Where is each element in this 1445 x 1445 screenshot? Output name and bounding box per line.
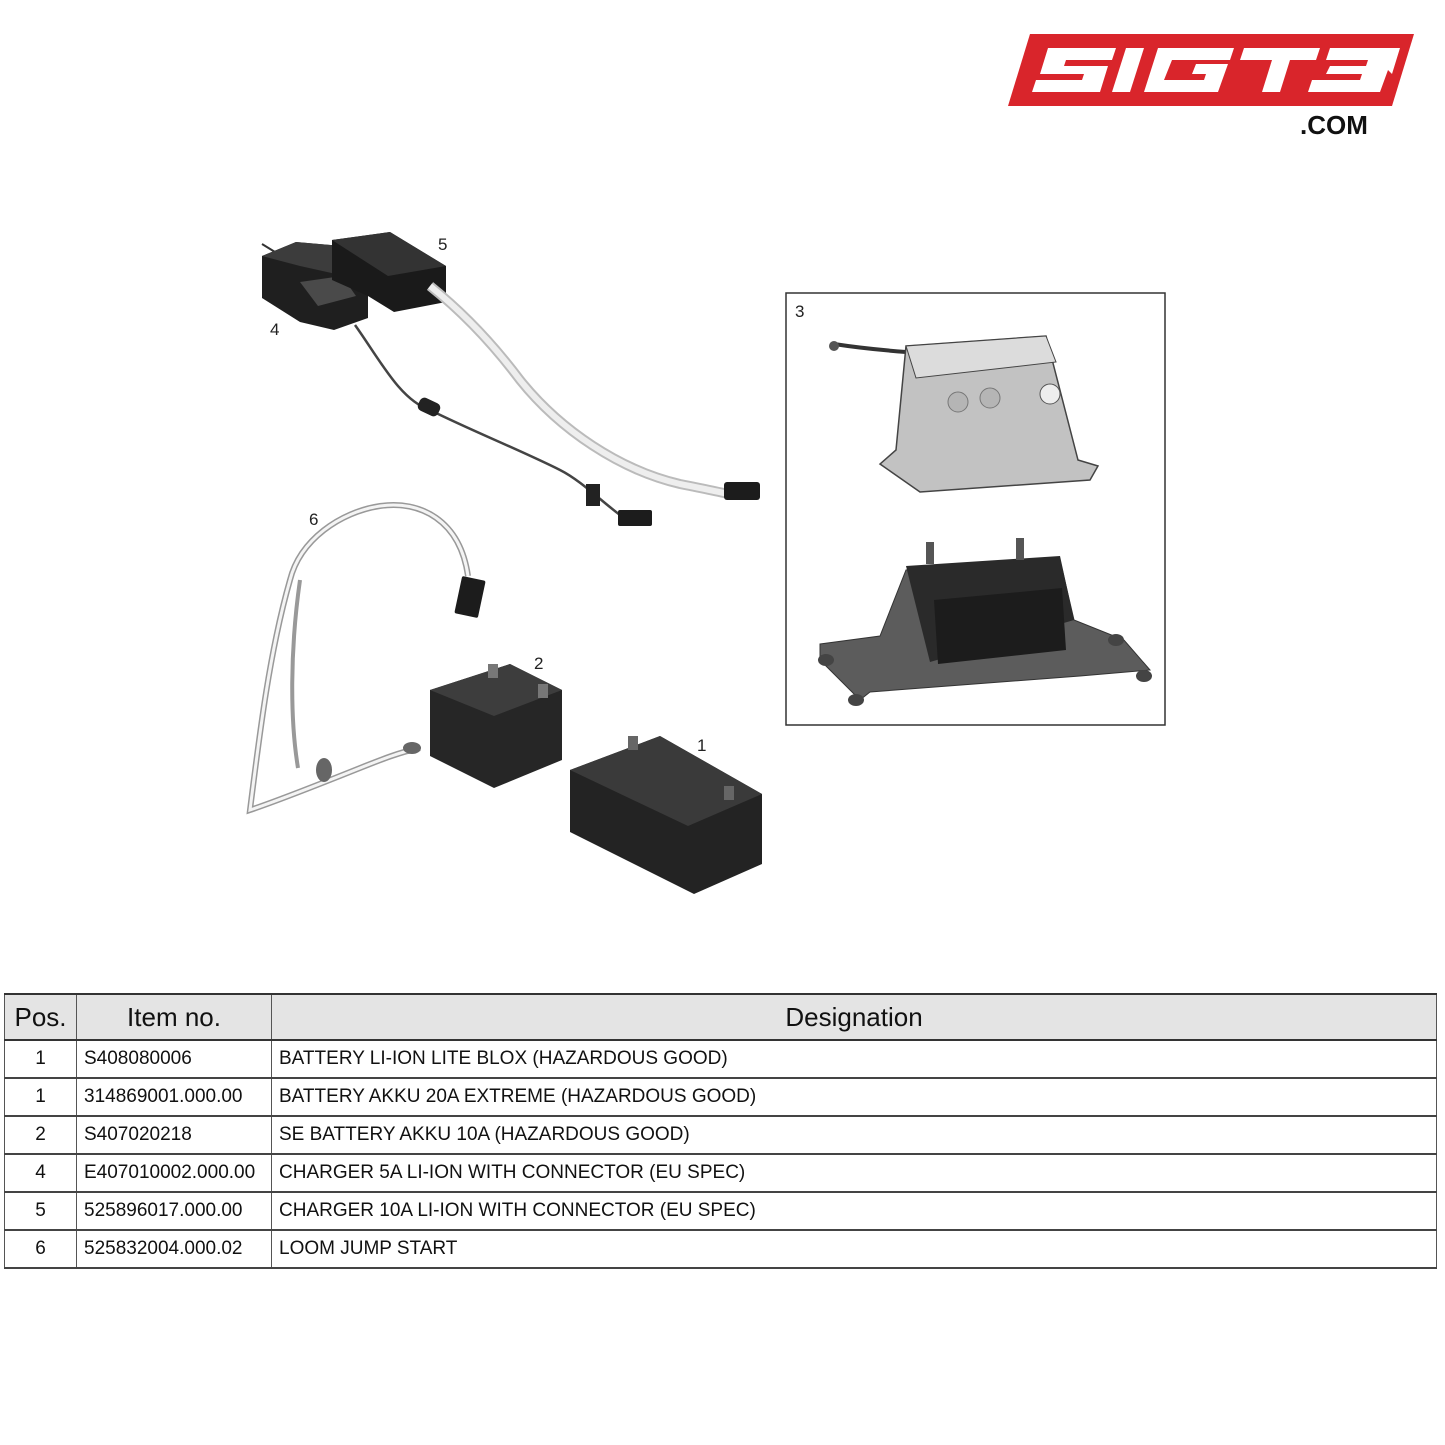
table-row: 5 525896017.000.00 CHARGER 10A LI-ION WI… (4, 1192, 1437, 1231)
header-designation: Designation (271, 994, 1437, 1041)
logo-domain-text: .COM (1300, 110, 1368, 140)
cell-pos: 6 (4, 1230, 77, 1269)
cell-pos: 2 (4, 1116, 77, 1155)
parts-diagram (246, 232, 1166, 894)
charger-5a-illustration (261, 242, 652, 526)
table-row: 4 E407010002.000.00 CHARGER 5A LI-ION WI… (4, 1154, 1437, 1193)
parts-table: Pos. Item no. Designation 1 S408080006 B… (4, 993, 1437, 1269)
table-row: 2 S407020218 SE BATTERY AKKU 10A (HAZARD… (4, 1116, 1437, 1155)
cell-pos: 4 (4, 1154, 77, 1193)
callout-6: 6 (309, 510, 319, 529)
callout-2: 2 (534, 654, 544, 673)
callout-5: 5 (438, 235, 448, 254)
cell-pos: 1 (4, 1040, 77, 1079)
cell-designation: LOOM JUMP START (271, 1230, 1437, 1269)
callout-4: 4 (270, 320, 280, 339)
cell-pos: 5 (4, 1192, 77, 1231)
cell-designation: SE BATTERY AKKU 10A (HAZARDOUS GOOD) (271, 1116, 1437, 1155)
cell-item-no: S407020218 (76, 1116, 272, 1155)
battery-10a-illustration (430, 664, 562, 788)
table-row: 6 525832004.000.02 LOOM JUMP START (4, 1230, 1437, 1269)
cell-designation: BATTERY AKKU 20A EXTREME (HAZARDOUS GOOD… (271, 1078, 1437, 1117)
callout-1: 1 (697, 736, 707, 755)
header-pos: Pos. (4, 994, 77, 1041)
battery-box-illustration (829, 335, 1100, 493)
cell-designation: CHARGER 10A LI-ION WITH CONNECTOR (EU SP… (271, 1192, 1437, 1231)
table-header-row: Pos. Item no. Designation (4, 994, 1437, 1041)
cell-designation: BATTERY LI-ION LITE BLOX (HAZARDOUS GOOD… (271, 1040, 1437, 1079)
cell-item-no: 314869001.000.00 (76, 1078, 272, 1117)
battery-20a-illustration (570, 736, 762, 894)
header-item-no: Item no. (76, 994, 272, 1041)
brand-logo (1008, 34, 1414, 106)
cell-item-no: 525832004.000.02 (76, 1230, 272, 1269)
table-row: 1 S408080006 BATTERY LI-ION LITE BLOX (H… (4, 1040, 1437, 1079)
cell-item-no: 525896017.000.00 (76, 1192, 272, 1231)
table-row: 1 314869001.000.00 BATTERY AKKU 20A EXTR… (4, 1078, 1437, 1117)
callout-3: 3 (795, 302, 805, 321)
logo-letters (1032, 48, 1400, 92)
loom-jump-start-illustration (246, 502, 486, 815)
cell-designation: CHARGER 5A LI-ION WITH CONNECTOR (EU SPE… (271, 1154, 1437, 1193)
cell-item-no: S408080006 (76, 1040, 272, 1079)
cell-item-no: E407010002.000.00 (76, 1154, 272, 1193)
charger-10a-illustration (332, 232, 760, 500)
battery-mount-illustration (818, 538, 1152, 706)
cell-pos: 1 (4, 1078, 77, 1117)
